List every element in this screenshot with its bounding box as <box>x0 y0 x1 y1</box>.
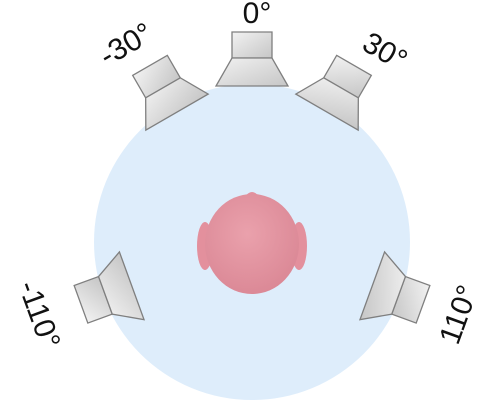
speaker-center-horn <box>214 57 290 87</box>
label-left-surround: -110° <box>11 276 66 353</box>
listener-head <box>197 192 307 294</box>
speaker-right-front <box>294 54 373 132</box>
label-left-front: -30° <box>94 17 158 73</box>
speaker-left-surround-horn <box>97 250 146 321</box>
label-right-front: 30° <box>357 26 413 77</box>
speaker-left-front <box>131 54 210 132</box>
speaker-right-surround-horn <box>358 250 407 321</box>
speaker-left-surround <box>73 250 146 324</box>
speaker-center-cabinet <box>231 31 273 59</box>
speaker-right-surround <box>358 250 431 324</box>
speaker-right-front-horn <box>294 77 359 132</box>
speaker-center <box>214 31 290 87</box>
label-center: 0° <box>243 0 272 30</box>
label-right-surround: 110° <box>433 281 483 349</box>
speakers <box>73 31 431 324</box>
head-shape <box>205 194 299 294</box>
speaker-left-front-horn <box>145 77 210 132</box>
